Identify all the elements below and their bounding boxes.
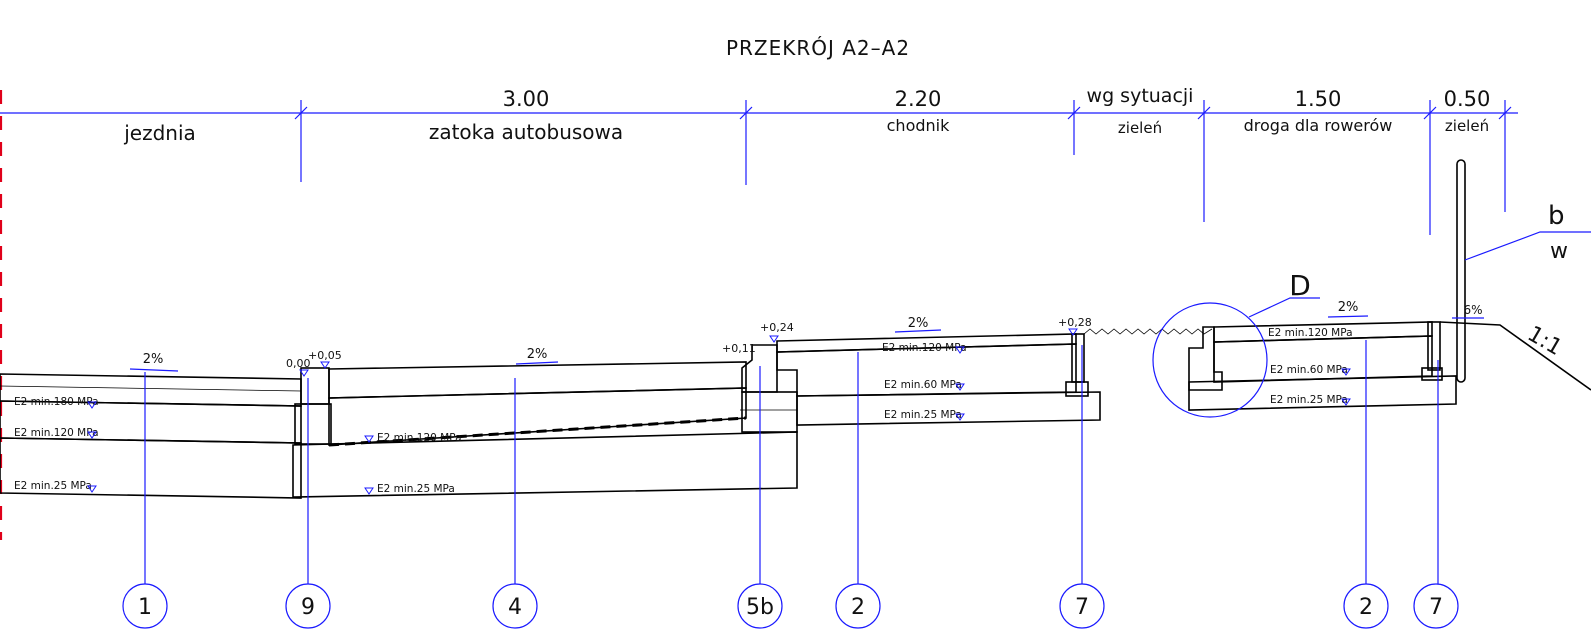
callout-leaders	[144, 340, 1439, 584]
layer-label: E2 min.60 MPa	[1270, 364, 1348, 376]
elevation-0: 0,00	[286, 357, 311, 370]
dim-label-droga: droga dla rowerów	[1244, 116, 1393, 135]
post	[1456, 159, 1466, 383]
dim-value-zatoka: 3.00	[503, 87, 550, 111]
dimension-chain	[0, 100, 1518, 235]
layer-label: E2 min.120 MPa	[882, 342, 967, 354]
dim-value-droga: 1.50	[1295, 87, 1342, 111]
sidewalk-section	[776, 333, 1101, 426]
layer-label: E2 min.25 MPa	[1270, 394, 1348, 406]
slope-ratio: 1:1	[1523, 322, 1566, 361]
elevation-2: +0,11	[722, 342, 756, 355]
slope-label-2: 2%	[527, 347, 548, 362]
detail-d-label: D	[1289, 269, 1311, 302]
callout-circles	[122, 583, 1459, 629]
callout-number: 2	[851, 595, 865, 620]
curb-element-5b	[741, 344, 798, 433]
section-title: PRZEKRÓJ A2–A2	[726, 36, 910, 60]
elevation-3: +0,24	[760, 321, 794, 334]
slope-label-4: 2%	[1338, 300, 1359, 315]
elevation-1: +0,05	[308, 349, 342, 362]
grass-zigzag	[1083, 328, 1213, 335]
dim-label-jezdnia: jezdnia	[123, 121, 196, 145]
curb-element-7a	[1065, 333, 1089, 397]
dim-label-zatoka: zatoka autobusowa	[429, 120, 623, 144]
callout-number: 1	[138, 595, 152, 620]
slope-label-3: 2%	[908, 316, 929, 331]
layer-label: E2 min.120 MPa	[377, 432, 462, 444]
callout-number: 7	[1429, 595, 1443, 620]
slope-arrows	[129, 315, 1484, 372]
callout-number: 9	[301, 595, 315, 620]
edge-text-w: w	[1550, 239, 1568, 264]
slope-label-1: 2%	[143, 352, 164, 367]
detail-d-circle	[1152, 302, 1268, 418]
dim-label-chodnik: chodnik	[887, 116, 950, 135]
dim-value-zielen2: 0.50	[1444, 87, 1491, 111]
callout-number: 7	[1075, 595, 1089, 620]
slope-label-5: 6%	[1463, 303, 1482, 317]
layer-label: E2 min.25 MPa	[14, 480, 92, 492]
layer-label: E2 min.60 MPa	[884, 379, 962, 391]
layer-label: E2 min.25 MPa	[884, 409, 962, 421]
roadway-section	[0, 373, 302, 499]
layer-label: E2 min.25 MPa	[377, 483, 455, 495]
edge-text-b: b	[1548, 201, 1565, 231]
dim-value-chodnik: 2.20	[895, 87, 942, 111]
edge-leader	[1464, 231, 1591, 261]
callout-number: 2	[1359, 595, 1373, 620]
layer-label: E2 min.120 MPa	[14, 427, 99, 439]
layer-label: E2 min.120 MPa	[1268, 327, 1353, 339]
bike-path-section	[1188, 321, 1591, 411]
detail-d-leader	[1248, 297, 1320, 318]
callout-number: 5b	[746, 595, 774, 620]
dim-label-zielen: zieleń	[1118, 119, 1162, 137]
bus-bay-section	[292, 361, 798, 498]
dim-label-zielen2: zieleń	[1445, 117, 1489, 135]
dim-value-zielen: wg sytuacji	[1087, 85, 1194, 107]
callout-number: 4	[508, 595, 522, 620]
elevation-4: +0,28	[1058, 316, 1092, 329]
layer-label: E2 min.180 MPa	[14, 396, 99, 408]
